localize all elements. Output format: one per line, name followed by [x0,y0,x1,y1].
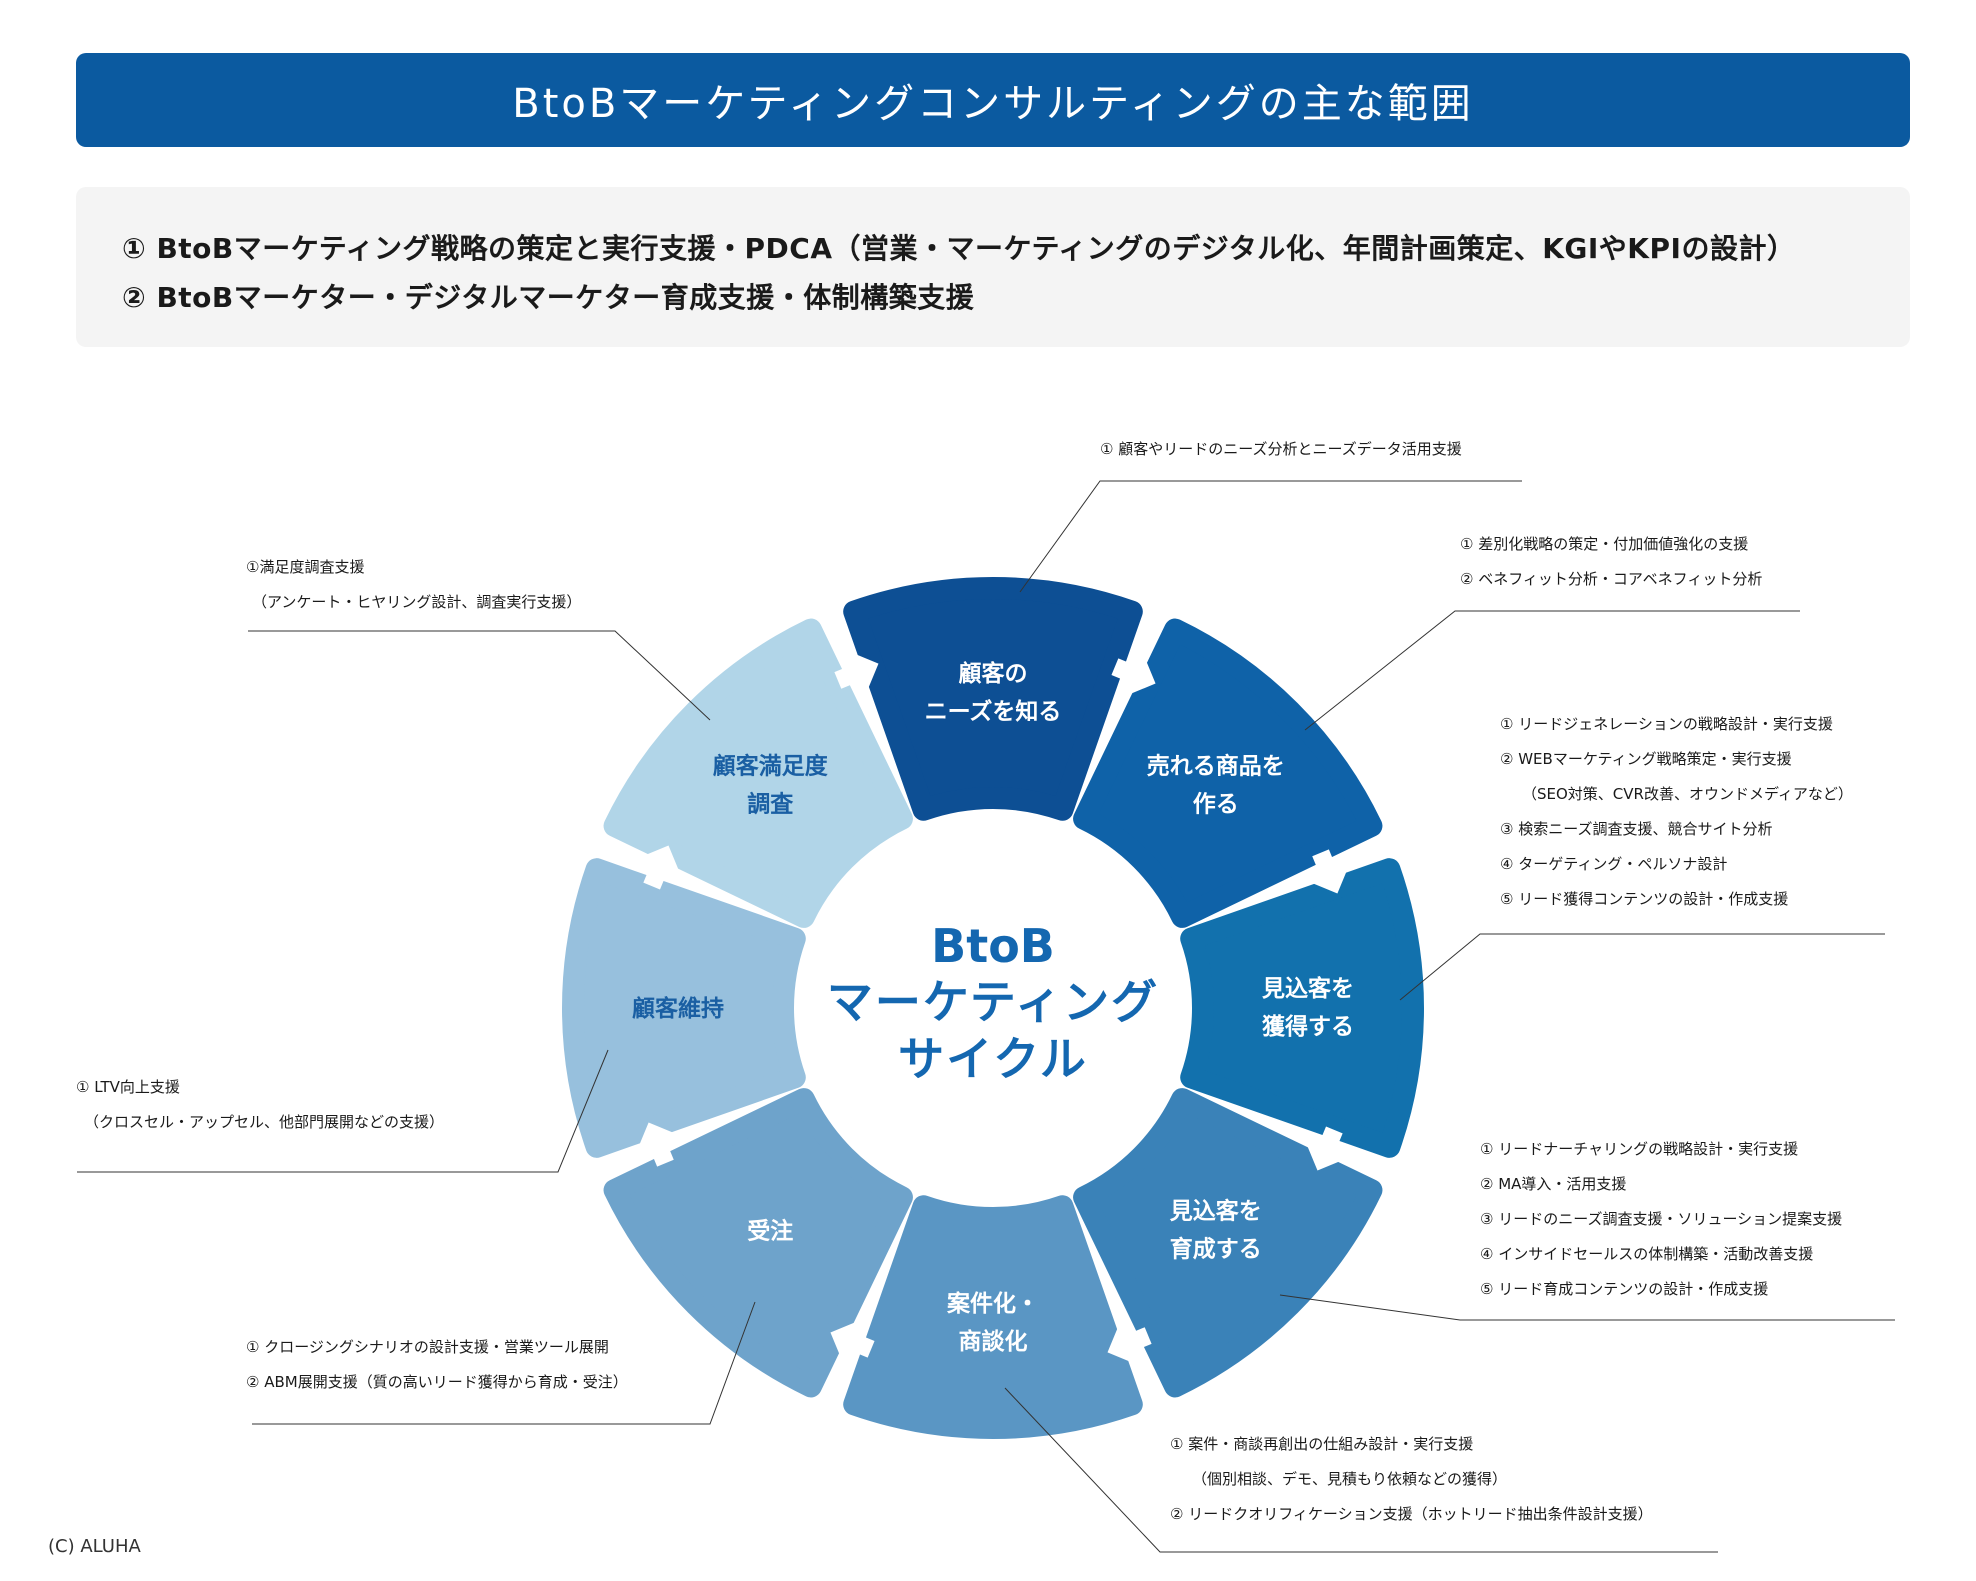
center-line-3: サイクル [898,1032,1088,1086]
annotation-line: ⑤ リード獲得コンテンツの設計・作成支援 [1500,890,1789,908]
leader-line [1304,610,1800,731]
segment-label: 獲得する [1262,1013,1354,1040]
cycle-center: BtoB マーケティング サイクル [827,919,1159,1086]
annotation-nurture: ① リードナーチャリングの戦略設計・実行支援 ② MA導入・活用支援 ③ リード… [1480,1132,1842,1307]
segment-label: 売れる商品を [1147,752,1285,779]
annotation-line: ① リードジェネレーションの戦略設計・実行支援 [1500,715,1833,733]
annotation-acquire: ① リードジェネレーションの戦略設計・実行支援 ② WEBマーケティング戦略策定… [1500,707,1853,917]
header-bar: BtoBマーケティングコンサルティングの主な範囲 [76,53,1910,147]
cycle-segment [603,1088,913,1398]
cycle-segment [1073,618,1383,928]
segment-label: 見込客を [1262,975,1354,1002]
segment-label: 見込客を [1170,1198,1262,1225]
cycle-arrow [1107,1323,1152,1365]
annotation-line: （SEO対策、CVR改善、オウンドメディアなど） [1522,785,1853,803]
cycle-segments: 顧客のニーズを知る売れる商品を作る見込客を獲得する見込客を育成する案件化・商談化… [562,577,1424,1439]
annotation-retention: ① LTV向上支援 （クロスセル・アップセル、他部門展開などの支援） [76,1070,444,1140]
annotation-line: ③ リードのニーズ調査支援・ソリューション提案支援 [1480,1210,1843,1228]
annotation-line: ② ベネフィット分析・コアベネフィット分析 [1460,570,1763,588]
cycle-segment [843,577,1143,821]
cycle-arrows [636,651,1350,1365]
annotation-line: ② MA導入・活用支援 [1480,1175,1627,1193]
segment-label: 顧客の [959,660,1028,687]
center-line-1: BtoB [931,919,1055,973]
annotation-line: ① クロージングシナリオの設計支援・営業ツール展開 [246,1338,609,1356]
segment-label: 商談化 [959,1328,1028,1355]
annotation-line: ② ABM展開支援（質の高いリード獲得から育成・受注） [246,1373,628,1391]
annotation-needs: ① 顧客やリードのニーズ分析とニーズデータ活用支援 [1100,432,1462,467]
annotation-line: ⑤ リード育成コンテンツの設計・作成支援 [1480,1280,1769,1298]
cycle-segment [603,618,913,928]
annotation-line: （クロスセル・アップセル、他部門展開などの支援） [84,1113,445,1131]
annotation-line: ① LTV向上支援 [76,1078,180,1096]
annotation-line: ③ 検索ニーズ調査支援、競合サイト分析 [1500,820,1773,838]
annotation-line: ① リードナーチャリングの戦略設計・実行支援 [1480,1140,1799,1158]
annotation-line: ① 差別化戦略の策定・付加価値強化の支援 [1460,535,1749,553]
annotation-line: ④ インサイドセールスの体制構築・活動改善支援 [1480,1245,1814,1263]
leader-line [252,1301,756,1425]
annotation-line: ① 顧客やリードのニーズ分析とニーズデータ活用支援 [1100,440,1462,458]
segment-label: 育成する [1170,1236,1262,1263]
leader-line [248,630,711,721]
cycle-arrow [639,845,681,890]
cycle-segment [843,1195,1143,1439]
annotation-line: （個別相談、デモ、見積もり依頼などの獲得） [1192,1470,1508,1488]
segment-label: ニーズを知る [925,698,1062,725]
annotation-line: ①満足度調査支援 [246,558,365,576]
annotation-satisfaction: ①満足度調査支援 （アンケート・ヒヤリング設計、調査実行支援） [246,550,581,620]
cycle-segment [1073,1088,1383,1398]
annotation-line: ② WEBマーケティング戦略策定・実行支援 [1500,750,1792,768]
segment-label: 顧客維持 [632,995,724,1022]
scope-box: ① BtoBマーケティング戦略の策定と実行支援・PDCA（営業・マーケティングの… [76,187,1910,347]
annotation-line: ④ ターゲティング・ペルソナ設計 [1500,855,1728,873]
cycle-arrow [1308,849,1350,894]
leader-line [1279,1294,1895,1321]
cycle-arrow [1111,654,1156,696]
segment-label: 顧客満足度 [713,752,829,779]
cycle-segment [1180,858,1424,1158]
segment-label: 案件化・ [946,1290,1039,1317]
cycle-arrow [830,1320,875,1362]
cycle-arrow [1305,1126,1347,1171]
segment-label: 受注 [747,1218,793,1245]
leader-line [1399,933,1885,1001]
annotation-product: ① 差別化戦略の策定・付加価値強化の支援 ② ベネフィット分析・コアベネフィット… [1460,527,1762,597]
leader-line [1019,480,1522,593]
scope-item: ① BtoBマーケティング戦略の策定と実行支援・PDCA（営業・マーケティングの… [122,232,1796,265]
cycle-arrow [636,1122,678,1167]
copyright: (C) ALUHA [48,1536,141,1557]
annotation-line: （アンケート・ヒヤリング設計、調査実行支援） [252,593,582,611]
page-title: BtoBマーケティングコンサルティングの主な範囲 [512,81,1474,127]
scope-item: ② BtoBマーケター・デジタルマーケター育成支援・体制構築支援 [122,281,975,314]
annotation-deal: ① 案件・商談再創出の仕組み設計・実行支援 （個別相談、デモ、見積もり依頼などの… [1170,1427,1653,1532]
leader-line [1004,1387,1718,1553]
segment-label: 作る [1193,791,1239,817]
cycle-arrow [834,651,879,693]
annotation-line: ② リードクオリフィケーション支援（ホットリード抽出条件設計支援） [1170,1505,1653,1523]
leader-lines [77,480,1895,1553]
leader-line [77,1049,609,1173]
annotation-line: ① 案件・商談再創出の仕組み設計・実行支援 [1170,1435,1474,1453]
segment-label: 調査 [747,790,793,817]
annotation-order: ① クロージングシナリオの設計支援・営業ツール展開 ② ABM展開支援（質の高い… [246,1330,628,1400]
cycle-segment [562,858,806,1158]
center-line-2: マーケティング [827,975,1159,1029]
